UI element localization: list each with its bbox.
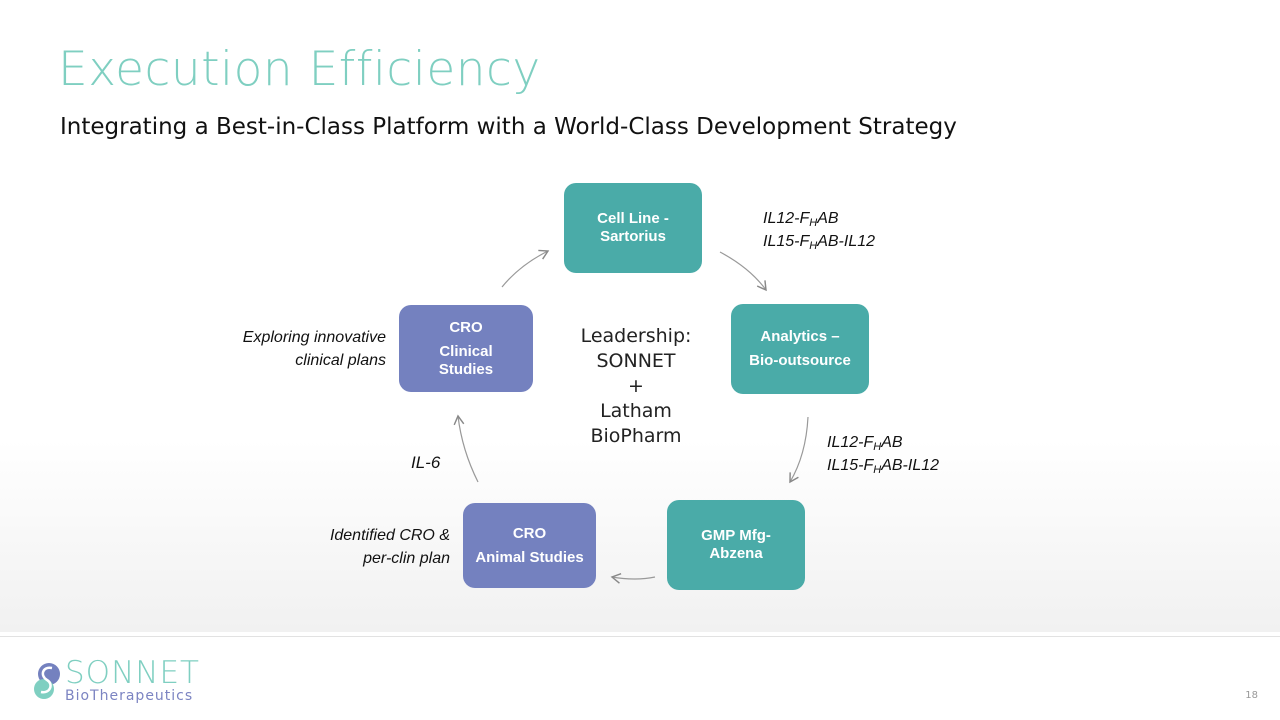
arrow-clinical-to-cell xyxy=(501,249,550,288)
note-text: AB-IL12 xyxy=(881,457,940,474)
note-text: AB xyxy=(881,434,903,451)
center-line: Latham xyxy=(600,400,672,422)
note-clinical: Exploring innovative clinical plans xyxy=(243,326,386,372)
note-sub: H xyxy=(809,240,818,252)
center-line: Leadership: xyxy=(580,325,692,347)
arrow-analytics-to-gmp xyxy=(789,416,809,484)
page-number: 18 xyxy=(1245,690,1258,701)
box-label: Analytics – xyxy=(760,328,840,345)
note-text: AB xyxy=(817,210,839,227)
box-cro-clinical: CRO Clinical Studies xyxy=(399,305,533,392)
box-label: Animal Studies xyxy=(475,548,584,566)
center-line: BioPharm xyxy=(590,425,682,447)
note-text: Exploring innovative xyxy=(242,329,386,346)
box-cro-animal: CRO Animal Studies xyxy=(463,503,596,588)
note-text: per-clin plan xyxy=(363,550,450,567)
note-sub: H xyxy=(873,464,882,476)
note-top-right: IL12-FHAB IL15-FHAB-IL12 xyxy=(763,207,875,253)
note-text: IL12-F xyxy=(763,210,810,227)
note-sub: H xyxy=(809,217,818,229)
slide-subtitle: Integrating a Best-in-Class Platform wit… xyxy=(60,114,957,140)
leadership-text: Leadership: SONNET + Latham BioPharm xyxy=(566,324,706,449)
box-cell-line: Cell Line - Sartorius xyxy=(564,183,702,273)
logo-mark-icon xyxy=(34,662,60,699)
logo-tagline: BioTherapeutics xyxy=(65,688,194,704)
box-label: Sartorius xyxy=(600,228,666,245)
arrow-cell-to-analytics xyxy=(719,251,767,292)
sonnet-logo: SONNET BioTherapeutics xyxy=(32,658,200,703)
arrow-gmp-to-animal xyxy=(610,573,656,584)
note-il6: IL-6 xyxy=(411,453,441,472)
box-gmp: GMP Mfg- Abzena xyxy=(667,500,805,590)
note-sub: H xyxy=(873,441,882,453)
box-label: CRO xyxy=(449,318,483,336)
note-text: Identified CRO & xyxy=(329,527,450,544)
note-text: IL15-F xyxy=(763,233,810,250)
box-label: Clinical xyxy=(439,342,493,360)
slide-title: Execution Efficiency xyxy=(58,42,541,97)
center-line: SONNET xyxy=(596,350,676,372)
box-label: Abzena xyxy=(709,545,763,562)
box-label: Studies xyxy=(438,360,494,378)
arrow-animal-to-clinical xyxy=(453,414,479,483)
box-label: GMP Mfg- xyxy=(701,527,771,544)
footer-divider xyxy=(0,636,1280,637)
logo-name: SONNET xyxy=(65,655,200,691)
box-label: Cell Line - xyxy=(597,210,669,227)
note-animal: Identified CRO & per-clin plan xyxy=(330,524,450,570)
note-text: AB-IL12 xyxy=(817,233,876,250)
note-text: IL15-F xyxy=(827,457,874,474)
box-analytics: Analytics – Bio-outsource xyxy=(731,304,869,394)
note-mid-right: IL12-FHAB IL15-FHAB-IL12 xyxy=(827,431,939,477)
note-text: IL12-F xyxy=(827,434,874,451)
box-label: Bio-outsource xyxy=(749,352,851,369)
center-line: + xyxy=(628,375,644,397)
box-label: CRO xyxy=(512,524,547,542)
note-text: clinical plans xyxy=(295,352,386,369)
